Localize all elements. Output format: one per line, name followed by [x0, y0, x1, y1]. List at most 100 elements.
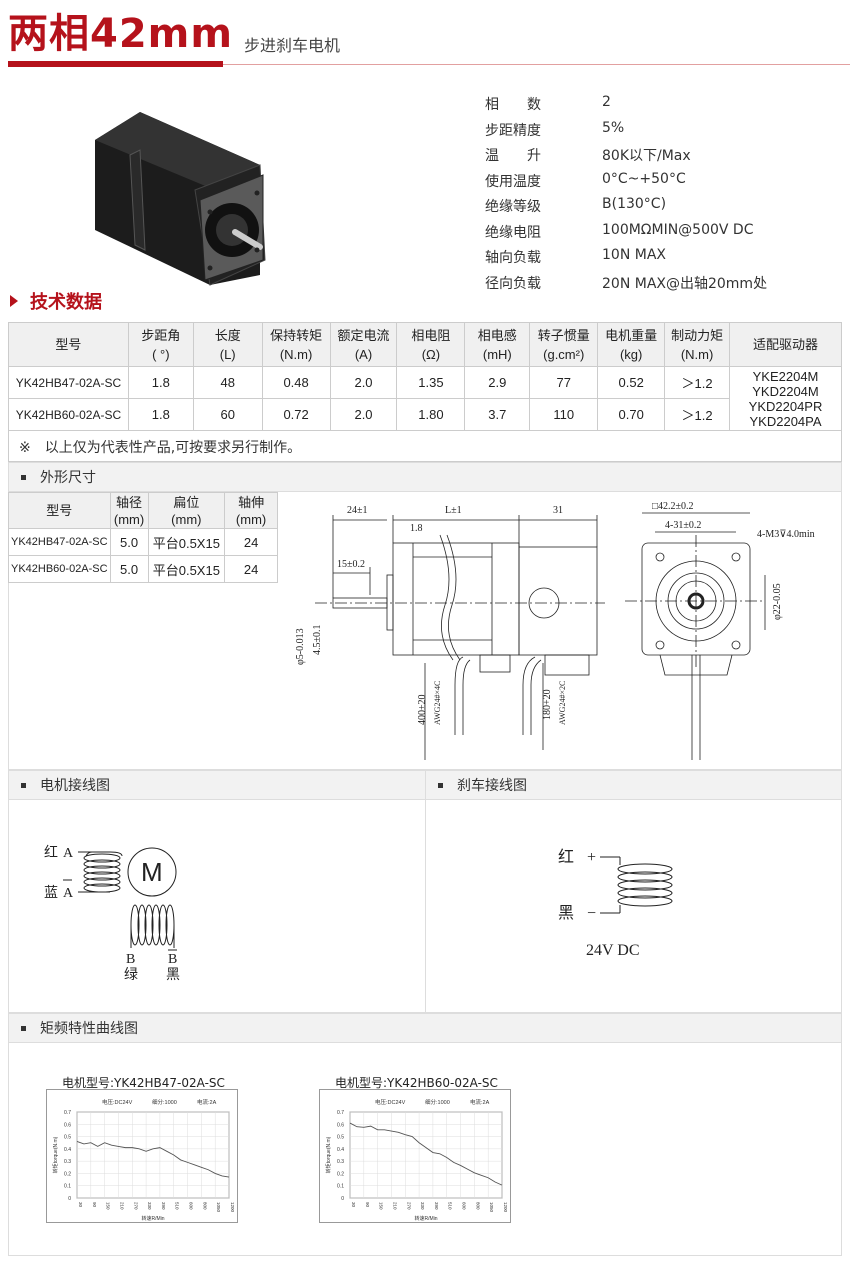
dim-brake-length: 31 — [553, 505, 563, 516]
wire-bbar-color: 黑 — [166, 968, 180, 983]
header-label: 保持转矩 — [270, 327, 323, 343]
spec-value: 20N MAX@出轴20mm处 — [602, 275, 768, 292]
spec-label: 绝缘电阻 — [485, 224, 541, 241]
column-header: 相电阻 (Ω) — [396, 322, 466, 367]
wire-a-label: A — [63, 846, 74, 861]
brake-pos-color: 红 — [558, 848, 574, 866]
column-header: 相电感 (mH) — [464, 322, 531, 367]
table-note: ※ 以上仅为代表性产品,可按要求另行制作。 — [8, 430, 842, 462]
bullet-icon — [21, 1025, 26, 1031]
x-tick-label: 390 — [434, 1202, 439, 1210]
chart-title: 电机型号:YK42HB60-02A-SC — [335, 1076, 498, 1090]
x-tick-label: 330 — [147, 1202, 152, 1210]
header-unit: (g.cm²) — [543, 346, 585, 362]
x-tick-label: 800 — [202, 1202, 207, 1210]
column-header: 步距角( °) — [127, 322, 194, 367]
table-cell: 60 — [192, 398, 263, 431]
dim-lead-wire: AWG24#×4C — [433, 681, 442, 725]
spec-value: 5% — [602, 119, 625, 136]
y-tick-label: 0.2 — [337, 1171, 344, 1177]
header-unit: (A) — [354, 346, 373, 362]
header-label: 相电阻 — [411, 327, 451, 343]
header-label: 轴伸 — [238, 494, 265, 510]
tech-heading-label: 技术数据 — [30, 292, 102, 313]
y-tick-label: 0.7 — [337, 1110, 344, 1116]
x-tick-label: 330 — [420, 1202, 425, 1210]
y-tick-label: 0.2 — [64, 1171, 71, 1177]
dim-hole-pitch: 4-31±0.2 — [665, 520, 701, 531]
x-tick-label: 30 — [351, 1202, 356, 1208]
y-tick-label: 0.3 — [337, 1159, 344, 1165]
driver-model: YKD2204PA — [749, 413, 822, 429]
y-tick-label: 0.5 — [337, 1135, 344, 1141]
y-axis-label: 转矩torque(N.m) — [325, 1136, 332, 1173]
header-unit: (L) — [219, 346, 236, 362]
outline-panel — [8, 492, 842, 770]
header-label: 步距角 — [141, 327, 181, 343]
header-unit: (N.m) — [279, 346, 313, 362]
x-tick-label: 210 — [119, 1202, 124, 1210]
dim-brake-wire: AWG24#×2C — [558, 681, 567, 725]
bullet-icon — [21, 474, 26, 480]
header-label: 额定电流 — [337, 327, 390, 343]
plot-area — [349, 1111, 503, 1199]
y-tick-label: 0.3 — [64, 1159, 71, 1165]
torque-curve — [349, 1122, 503, 1186]
header-label: 相电感 — [477, 327, 517, 343]
header-unit: (kg) — [619, 346, 643, 362]
header-unit: (Ω) — [421, 346, 441, 362]
spec-value: 10N MAX — [602, 247, 666, 263]
y-tick-label: 0.1 — [64, 1184, 71, 1190]
x-tick-label: 600 — [462, 1202, 467, 1210]
spec-value: 2 — [602, 94, 611, 110]
chart-info: 细分:1000 — [425, 1098, 450, 1106]
table-cell: YK42HB60-02A-SC — [8, 555, 111, 583]
table-cell: YK42HB47-02A-SC — [8, 528, 111, 556]
table-cell: 24 — [224, 555, 278, 583]
x-tick-label: 270 — [133, 1202, 138, 1210]
plot-area — [76, 1111, 230, 1199]
table-cell: ＞1.2 — [664, 366, 731, 399]
brake-pos-label: + — [587, 849, 596, 866]
tech-data-table: 型号 步距角( °)长度(L) 保持转矩 (N.m) 额定电流 (A) 相电阻 (Ω) 相电感 (… — [8, 322, 842, 431]
chart-info: 电流:2A — [470, 1098, 490, 1106]
header-unit: (N.m) — [680, 346, 714, 362]
driver-model: YKD2204PR — [748, 398, 823, 414]
curves-heading: 矩频特性曲线图 — [40, 1021, 138, 1037]
header-unit: (mH) — [482, 346, 512, 362]
dim-brake-lead-length: 180+20 — [542, 689, 553, 720]
x-tick-label: 600 — [189, 1202, 194, 1210]
y-tick-label: 0 — [341, 1196, 344, 1202]
bullet-icon — [438, 782, 443, 788]
table-cell: 1.35 — [396, 366, 466, 399]
header-unit: (mm) — [235, 511, 267, 527]
column-header: 长度(L) — [192, 322, 263, 367]
wire-bbar-label: B — [168, 952, 177, 967]
page-title: 两相42mm — [8, 11, 234, 57]
column-header: 型号 — [8, 322, 129, 367]
table-cell: YK42HB60-02A-SC — [8, 398, 129, 431]
dim-boss: 1.8 — [410, 523, 423, 534]
motor-product-image — [95, 112, 266, 286]
motor-wiring-diagram: 红 A 蓝 A M B 绿 B 黑 — [44, 845, 180, 983]
table-cell: 5.0 — [109, 555, 149, 583]
y-tick-label: 0.4 — [64, 1147, 71, 1153]
header-label: 型号 — [46, 503, 73, 518]
motor-symbol: M — [141, 857, 163, 887]
title-underline — [8, 61, 223, 67]
table-cell: 77 — [529, 366, 599, 399]
page-subtitle: 步进刹车电机 — [244, 36, 341, 55]
header-label: 型号 — [55, 337, 82, 352]
table-cell: 24 — [224, 528, 278, 556]
chart-info: 电压:DC24V — [375, 1098, 406, 1106]
outline-heading: 外形尺寸 — [40, 470, 96, 486]
torque-curve — [76, 1141, 230, 1178]
